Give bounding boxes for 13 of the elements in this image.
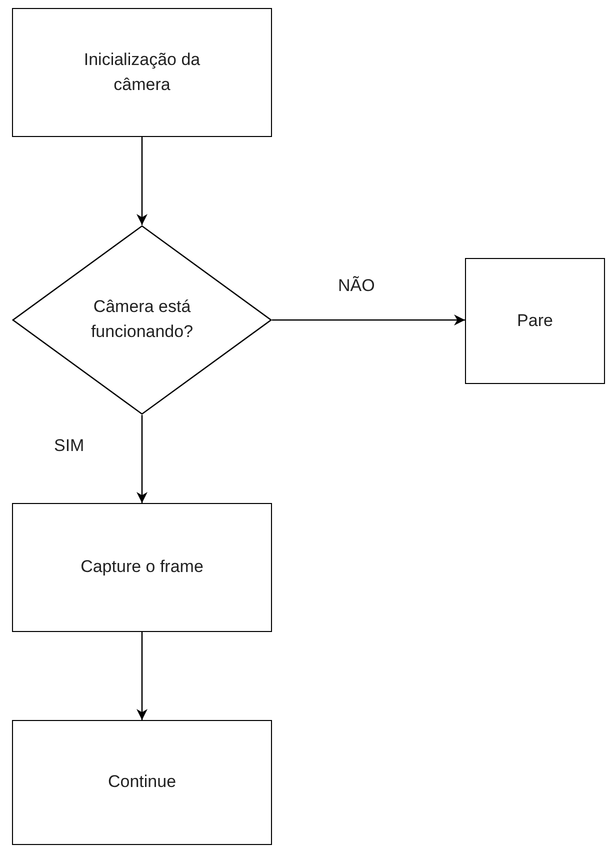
arrow [136, 415, 148, 503]
process-box [12, 8, 272, 137]
process-box [12, 503, 272, 632]
arrow [136, 632, 148, 720]
process-box [465, 258, 605, 384]
node-text: Capture o frame [80, 556, 204, 578]
node-text: Continue [108, 771, 176, 794]
node-text: Inicialização da câmera [82, 48, 202, 96]
node-text: Câmera está funcionando? [90, 296, 194, 343]
arrow [136, 137, 148, 225]
process-box [12, 720, 272, 845]
node-text: Pare [517, 310, 553, 332]
arrow [272, 314, 465, 326]
